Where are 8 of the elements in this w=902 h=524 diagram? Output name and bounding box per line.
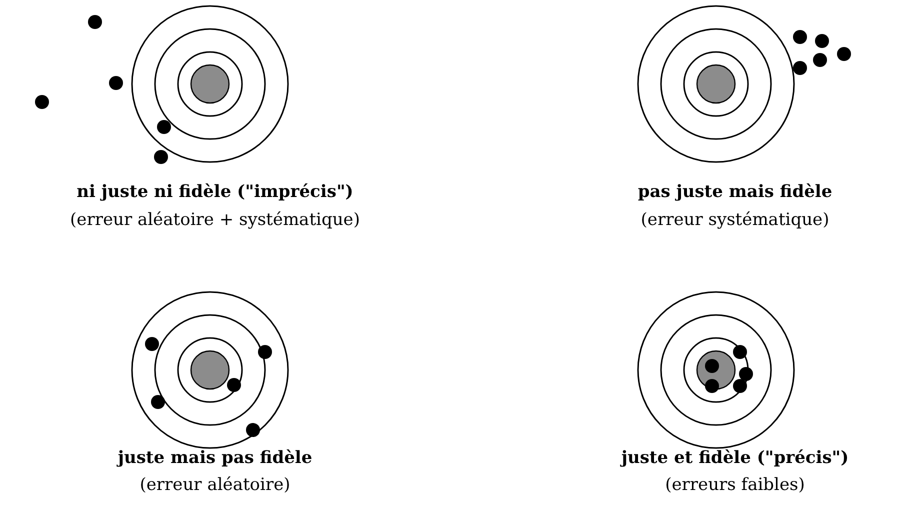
error-note: (erreurs faibles) [665, 475, 805, 495]
target-caption: juste mais pas fidèle [118, 448, 312, 468]
target-caption: pas juste mais fidèle [638, 182, 832, 202]
target-caption: juste et fidèle ("précis") [621, 448, 849, 468]
error-note: (erreur aléatoire + systématique) [70, 210, 360, 230]
error-note: (erreur aléatoire) [140, 475, 290, 495]
target-caption: ni juste ni fidèle ("imprécis") [76, 182, 354, 202]
error-note: (erreur systématique) [640, 210, 830, 230]
